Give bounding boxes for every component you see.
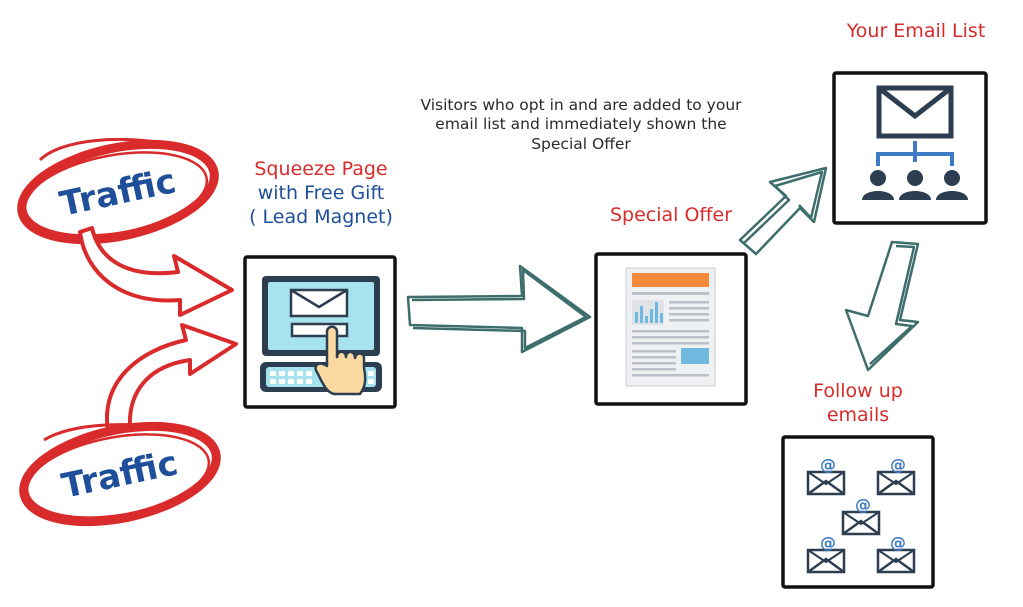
email-list-network-icon (862, 85, 968, 200)
email-envelopes-icon: @ @ @ @ @ (806, 455, 916, 574)
traffic-top-badge (17, 138, 219, 245)
arrow-to-special-offer (406, 264, 592, 354)
squeeze-title-line3: ( Lead Magnet) (249, 205, 393, 228)
at-sign-icon: @ (855, 495, 871, 514)
follow-up-title: Follow up emails (786, 380, 930, 428)
at-envelope-icon: @ (876, 533, 916, 574)
squeeze-title-line2: with Free Gift (257, 181, 385, 204)
traffic-bottom-arrow (104, 323, 238, 434)
opt-in-note: Visitors who opt in and are added to you… (396, 96, 766, 154)
at-envelope-icon: @ (806, 455, 846, 496)
at-envelope-icon: @ (876, 455, 916, 496)
follow-up-title-line1: Follow up (813, 380, 903, 402)
squeeze-page-title: Squeeze Page with Free Gift ( Lead Magne… (238, 158, 404, 229)
arrow-to-follow-up (844, 240, 920, 372)
traffic-top-arrow (78, 226, 234, 317)
at-envelope-icon: @ (841, 495, 881, 536)
note-line2: email list and immediately shown the (435, 115, 727, 134)
offer-document-icon (625, 267, 716, 387)
follow-up-title-line2: emails (826, 403, 890, 426)
computer-email-click-icon (260, 276, 382, 396)
email-list-title: Your Email List (846, 20, 986, 42)
at-sign-icon: @ (820, 455, 836, 474)
squeeze-title-line1: Squeeze Page (254, 158, 388, 180)
traffic-bottom-label: Traffic (58, 443, 181, 507)
at-sign-icon: @ (820, 533, 836, 552)
note-line3: Special Offer (531, 134, 631, 153)
at-sign-icon: @ (890, 533, 906, 552)
special-offer-title: Special Offer (609, 204, 733, 226)
at-sign-icon: @ (890, 455, 906, 474)
arrow-to-email-list (738, 166, 828, 256)
traffic-bottom-badge (19, 421, 221, 527)
traffic-top-label: Traffic (56, 161, 179, 225)
note-line1: Visitors who opt in and are added to you… (420, 96, 742, 114)
at-envelope-icon: @ (806, 533, 846, 574)
